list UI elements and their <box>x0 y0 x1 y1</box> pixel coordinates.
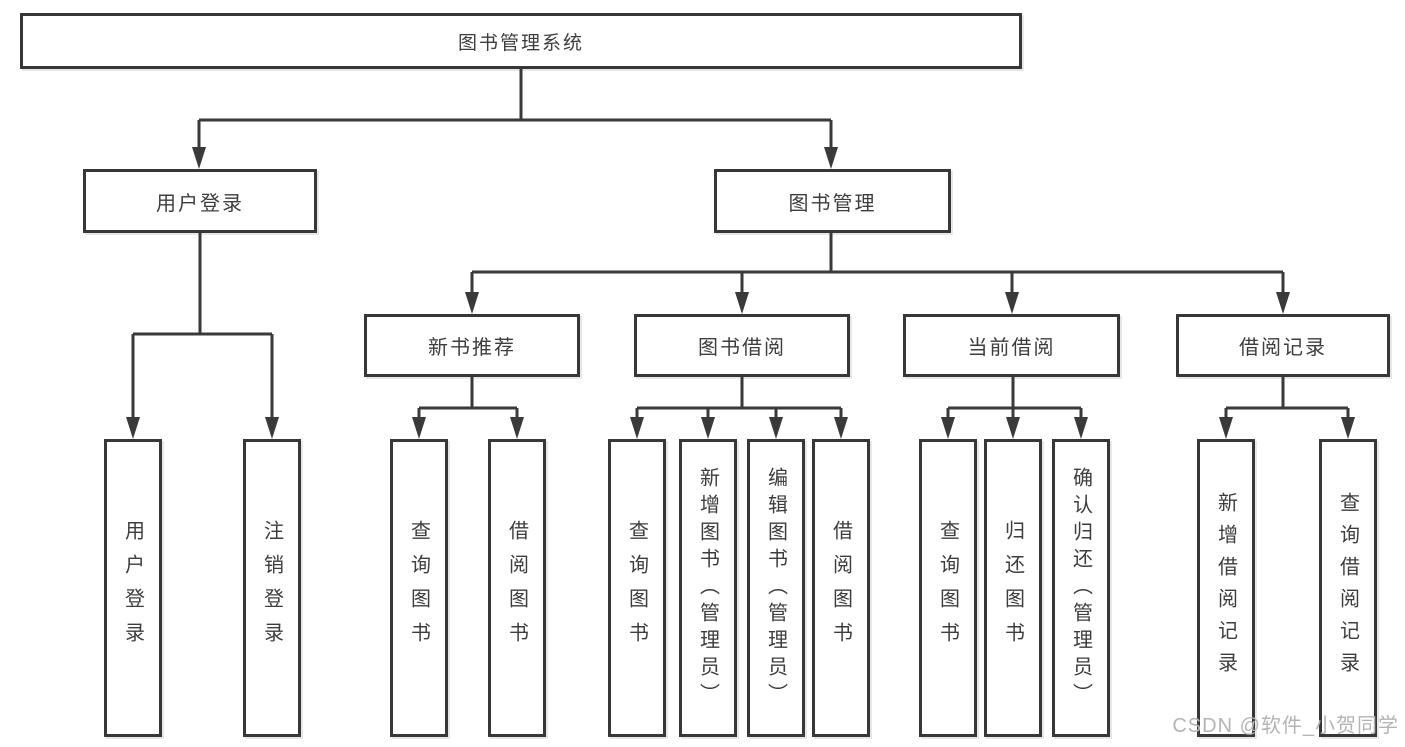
node-label: 图书借阅 <box>698 337 786 359</box>
node-label: 图书管理系统 <box>457 32 584 54</box>
node-label: 新书推荐 <box>428 337 516 359</box>
node-borrowing-records: 借阅记录 <box>1176 314 1390 377</box>
node-label: 用户登录 <box>121 520 144 656</box>
node-user-login: 用户登录 <box>83 169 317 233</box>
leaf-return-book: 归还图书 <box>984 439 1042 737</box>
node-label: 图书管理 <box>788 192 877 215</box>
node-label: 用户登录 <box>156 192 244 215</box>
connector-paths <box>131 69 1350 420</box>
arrowheads <box>126 147 1355 439</box>
leaf-query-books-recommend: 查询图书 <box>390 439 448 737</box>
node-label: 注销登录 <box>260 520 283 656</box>
leaf-edit-book-admin: 编辑图书（管理员） <box>747 439 805 737</box>
node-label: 借阅图书 <box>829 520 852 656</box>
node-label: 新增借阅记录 <box>1214 492 1237 684</box>
node-label: 借阅记录 <box>1239 337 1327 359</box>
node-label: 当前借阅 <box>967 337 1056 359</box>
node-label: 借阅图书 <box>505 520 528 656</box>
node-label: 编辑图书（管理员） <box>764 466 787 710</box>
watermark-text: CSDN @软件_小贺同学 <box>1172 715 1399 737</box>
node-label: 查询图书 <box>936 520 959 656</box>
node-current-borrowing: 当前借阅 <box>903 314 1120 377</box>
leaf-query-books-borrowing: 查询图书 <box>608 439 666 737</box>
leaf-query-books-current: 查询图书 <box>919 439 977 737</box>
node-book-borrowing: 图书借阅 <box>634 314 850 377</box>
node-book-management: 图书管理 <box>714 169 951 233</box>
node-label: 归还图书 <box>1001 520 1024 656</box>
node-label: 查询图书 <box>625 520 648 656</box>
node-new-book-recommend: 新书推荐 <box>364 314 580 377</box>
leaf-borrow-books-recommend: 借阅图书 <box>488 439 546 737</box>
node-library-management-system: 图书管理系统 <box>20 13 1022 69</box>
node-label: 新增图书（管理员） <box>696 466 719 710</box>
node-label: 确认归还（管理员） <box>1069 466 1092 710</box>
leaf-borrow-books-borrowing: 借阅图书 <box>812 439 870 737</box>
leaf-query-borrow-record: 查询借阅记录 <box>1319 439 1377 737</box>
leaf-confirm-return-admin: 确认归还（管理员） <box>1052 439 1110 737</box>
leaf-logout: 注销登录 <box>243 439 301 737</box>
leaf-user-login: 用户登录 <box>104 439 162 737</box>
node-label: 查询借阅记录 <box>1336 492 1359 684</box>
leaf-add-borrow-record: 新增借阅记录 <box>1197 439 1255 737</box>
leaf-add-book-admin: 新增图书（管理员） <box>679 439 737 737</box>
node-label: 查询图书 <box>407 520 430 656</box>
